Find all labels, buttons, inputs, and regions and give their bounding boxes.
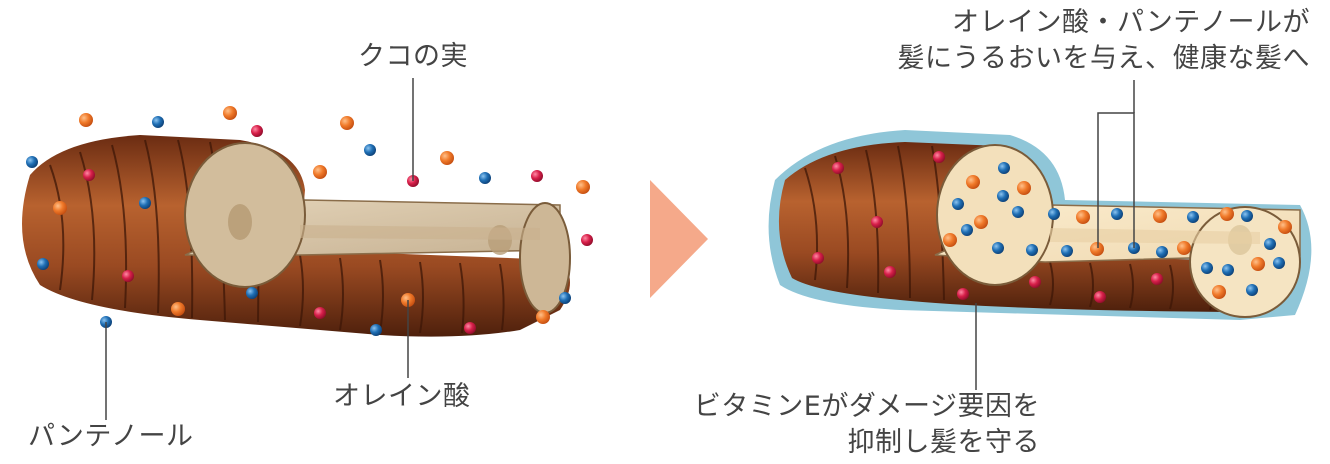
goji-particle (122, 270, 134, 282)
oleic-acid-particle (1090, 242, 1104, 256)
panthenol-particle (961, 224, 973, 236)
left-hair-scale-ridges (49, 139, 505, 334)
goji-particle (812, 252, 824, 264)
oleic-acid-particle (223, 106, 237, 120)
oleic-acid-particle (536, 310, 550, 324)
panthenol-particle (1061, 245, 1073, 257)
goji-particle (1094, 291, 1106, 303)
oleic-acid-particle (966, 175, 980, 189)
oleic-acid-particle (943, 233, 957, 247)
goji-particle (1151, 273, 1163, 285)
oleic-acid-label: オレイン酸 (333, 381, 471, 412)
vitamin-e-label-line2: 抑制し髪を守る (847, 427, 1040, 458)
panthenol-particle (1201, 262, 1213, 274)
panthenol-particle (37, 258, 49, 270)
oleic-acid-particle (440, 151, 454, 165)
panthenol-particle (370, 324, 382, 336)
moisture-leader-line (1097, 112, 1135, 248)
right-hair-cross-section (936, 144, 1054, 286)
goji-particle (1029, 276, 1041, 288)
goji-particle (832, 162, 844, 174)
goji-particle (464, 322, 476, 334)
panthenol-particle (1222, 264, 1234, 276)
oleic-acid-particle (1153, 209, 1167, 223)
goji-particle (581, 234, 593, 246)
panthenol-particle (998, 162, 1010, 174)
left-particles (26, 106, 593, 336)
oleic-acid-particle (974, 215, 988, 229)
oleic-acid-particle (1076, 210, 1090, 224)
oleic-acid-particle (1220, 207, 1234, 221)
panthenol-particle (1012, 206, 1024, 218)
goji-particle (871, 216, 883, 228)
oleic-acid-particle (53, 201, 67, 215)
vitamin-e-label-line1: ビタミンEがダメージ要因を (693, 391, 1040, 422)
goji-particle (251, 125, 263, 137)
right-particles (812, 151, 1292, 303)
oleic-acid-particle (1278, 220, 1292, 234)
panthenol-particle (139, 197, 151, 209)
goji-particle (83, 169, 95, 181)
panthenol-particle (952, 198, 964, 210)
oleic-acid-particle (1177, 241, 1191, 255)
panthenol-particle (992, 242, 1004, 254)
oleic-acid-particle (79, 113, 93, 127)
panthenol-particle (246, 287, 258, 299)
right-leader-lines (975, 80, 1135, 390)
panthenol-particle (152, 116, 164, 128)
panthenol-particle (1187, 211, 1199, 223)
left-hair-illustration (22, 135, 571, 337)
panthenol-particle (1048, 208, 1060, 220)
panthenol-particle (1156, 246, 1168, 258)
oleic-acid-particle (1251, 257, 1265, 271)
panthenol-particle (1264, 238, 1276, 250)
panthenol-particle (1273, 257, 1285, 269)
goji-particle (933, 151, 945, 163)
right-hair-illustration (768, 130, 1312, 320)
oleic-acid-particle (313, 165, 327, 179)
panthenol-particle (479, 172, 491, 184)
panthenol-particle (559, 292, 571, 304)
panthenol-particle (364, 144, 376, 156)
panthenol-particle (1241, 210, 1253, 222)
panthenol-label: パンテノール (28, 421, 194, 452)
panthenol-particle (26, 156, 38, 168)
goji-particle (314, 307, 326, 319)
left-leader-lines (105, 78, 414, 420)
goji-particle (957, 288, 969, 300)
moisture-label-line2: 髪にうるおいを与え、健康な髪へ (897, 43, 1310, 74)
transition-arrow (650, 180, 708, 298)
panthenol-particle (1026, 244, 1038, 256)
goji-label: クコの実 (358, 41, 468, 72)
oleic-acid-particle (576, 180, 590, 194)
panthenol-particle (1111, 208, 1123, 220)
panthenol-particle (1246, 284, 1258, 296)
goji-particle (884, 266, 896, 278)
oleic-acid-particle (1017, 181, 1031, 195)
panthenol-particle (997, 190, 1009, 202)
oleic-acid-particle (1212, 285, 1226, 299)
oleic-acid-particle (171, 302, 185, 316)
oleic-acid-particle (340, 116, 354, 130)
moisture-label-line1: オレイン酸・パンテノールが (951, 7, 1310, 38)
goji-particle (531, 170, 543, 182)
